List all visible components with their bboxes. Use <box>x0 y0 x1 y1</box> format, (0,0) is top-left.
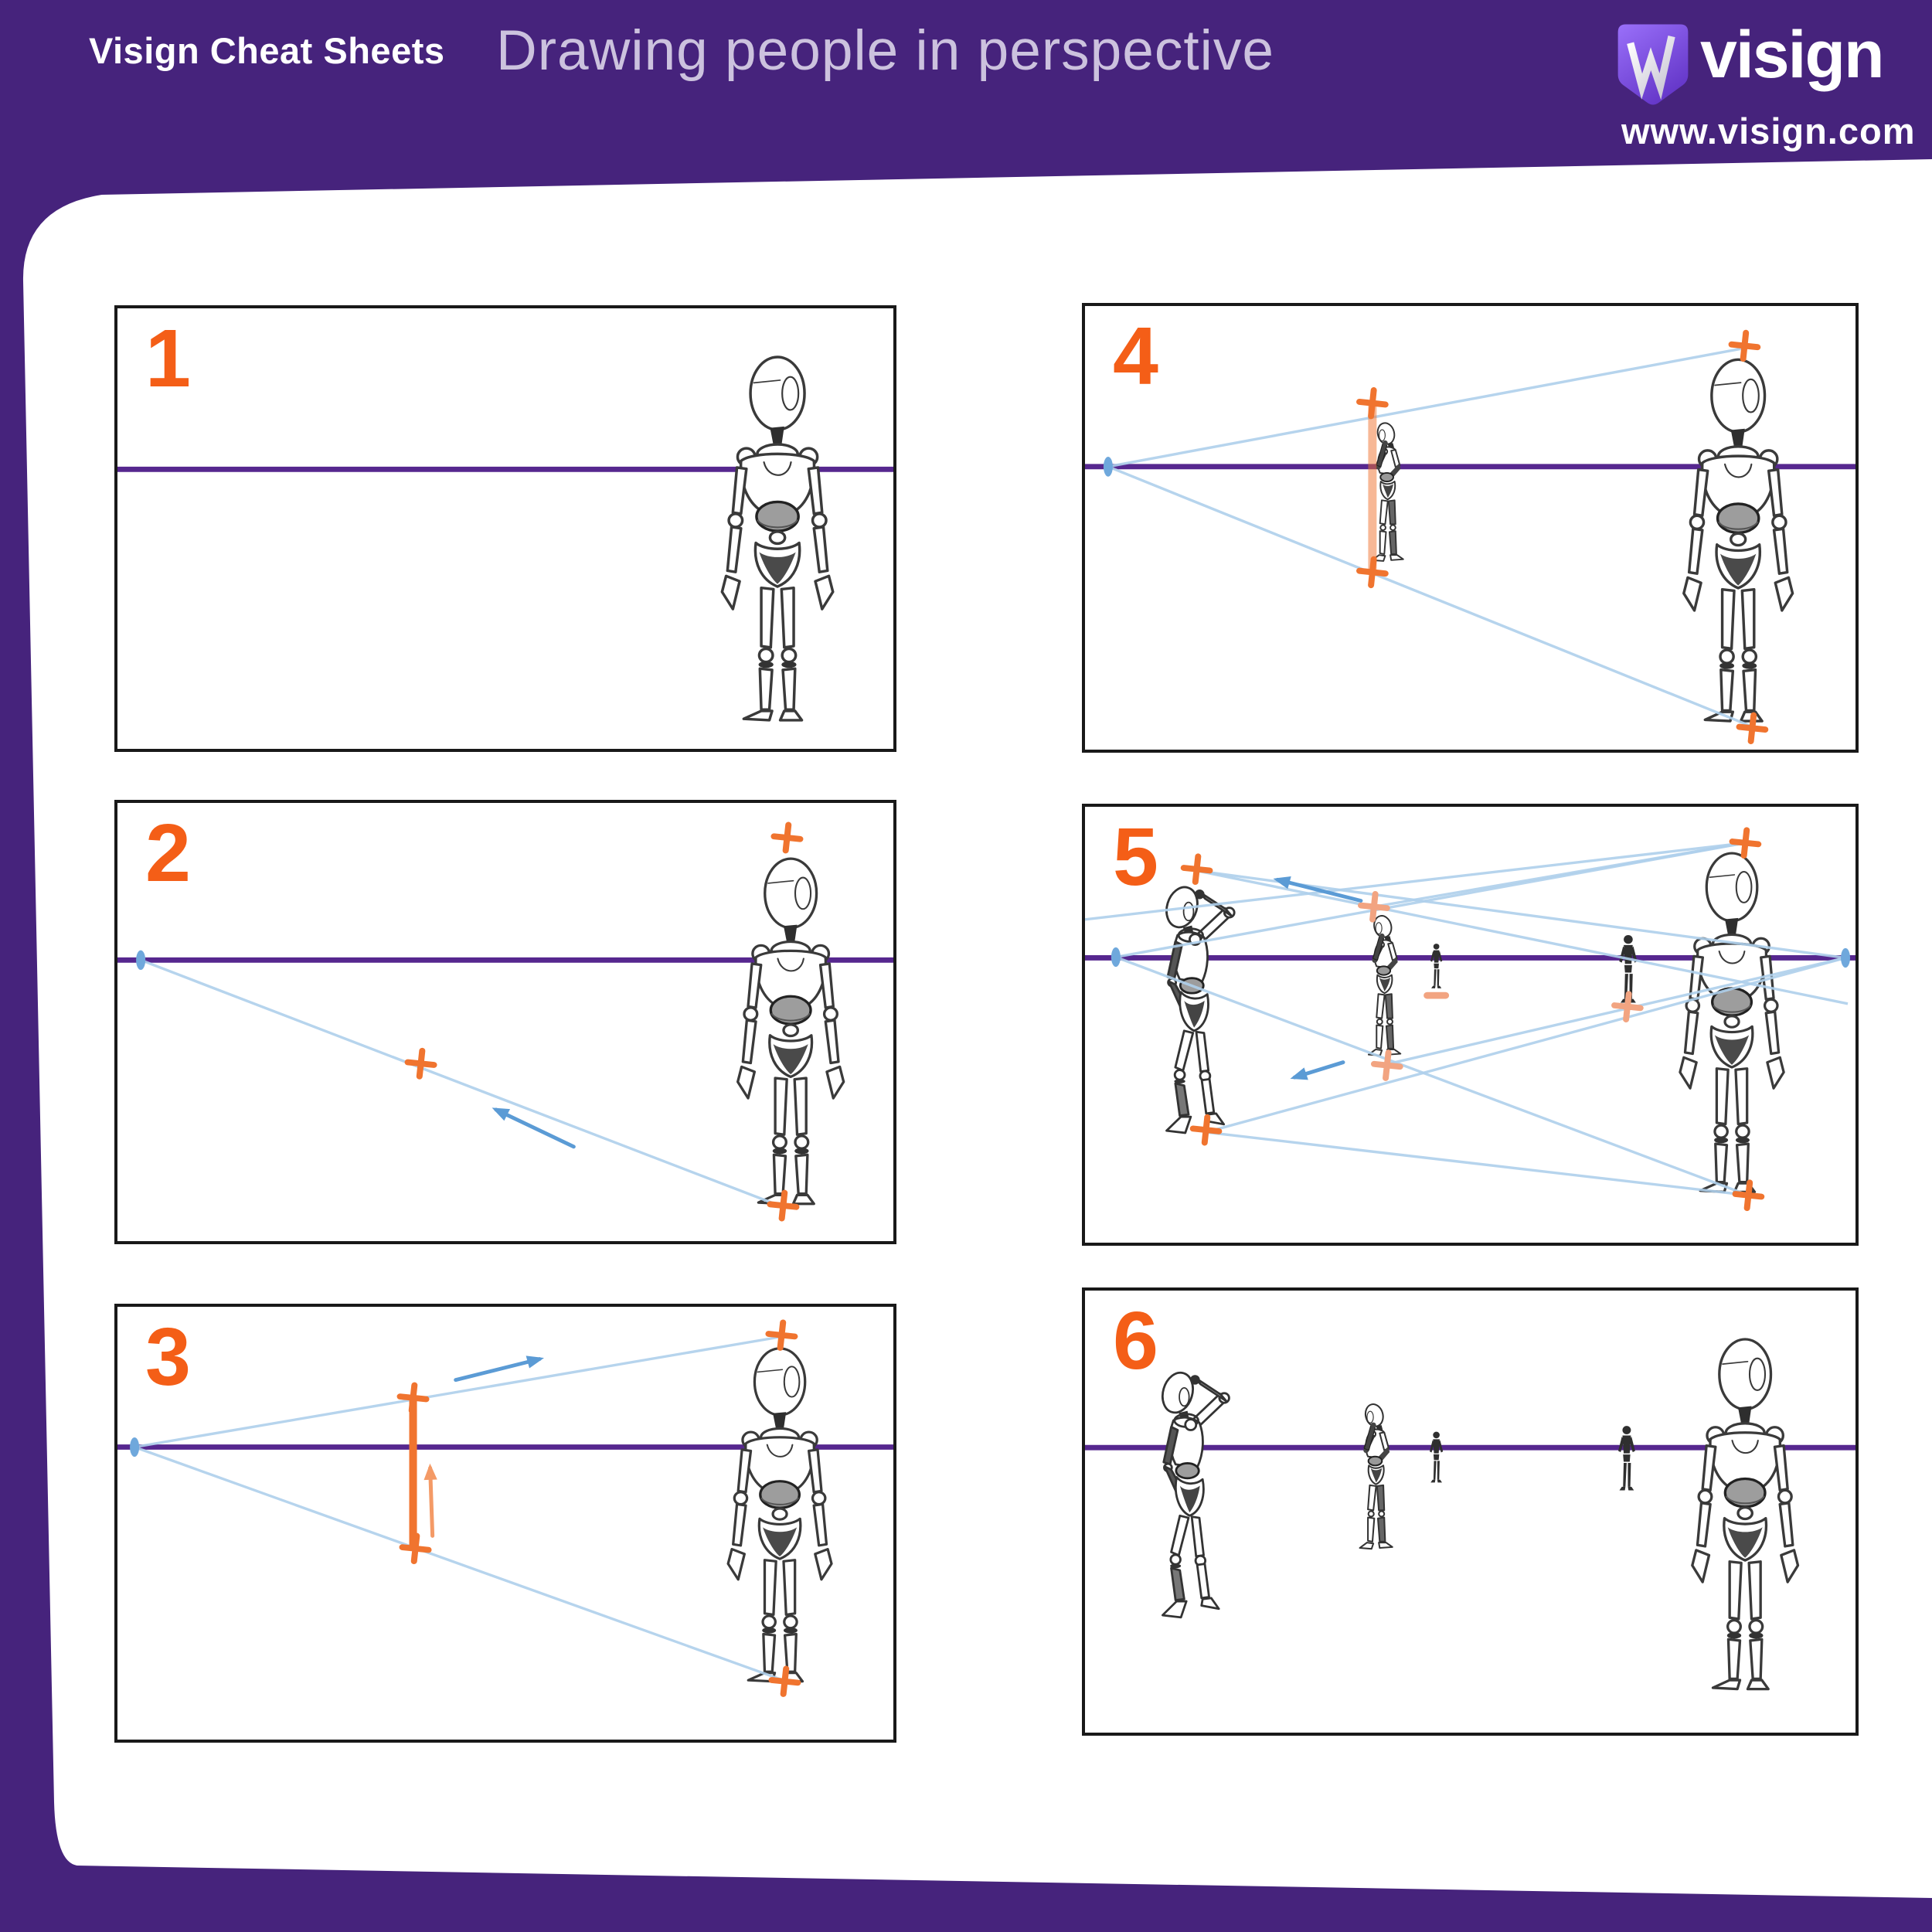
mannequin-figure <box>1682 358 1794 723</box>
step-number-2: 2 <box>145 808 191 899</box>
arrow-head <box>423 1463 437 1481</box>
arrow-head <box>1290 1067 1308 1080</box>
vanishing-point-tick <box>136 950 146 971</box>
tiny-figure <box>1430 944 1443 988</box>
construction-line <box>1107 465 1753 728</box>
arrow-head <box>526 1355 544 1369</box>
panel-step-5: 5 <box>1082 804 1859 1246</box>
step-number-6: 6 <box>1113 1295 1158 1386</box>
plus-marker <box>1370 1049 1403 1081</box>
construction-line <box>1107 346 1745 468</box>
page-title: Drawing people in perspective <box>496 19 1274 82</box>
plus-marker <box>1180 853 1213 886</box>
panel-step-4: 4 <box>1082 303 1859 753</box>
construction-line <box>1196 869 1849 1005</box>
construction-line <box>134 1445 787 1683</box>
panel-step-2: 2 <box>114 800 896 1244</box>
vanishing-point-tick <box>1111 947 1121 968</box>
construction-line <box>1373 841 1746 909</box>
plus-marker <box>1729 827 1762 859</box>
panel-1-diagram <box>117 355 893 722</box>
step-number-3: 3 <box>145 1311 191 1403</box>
tiny-figure <box>1429 1431 1444 1483</box>
plus-marker <box>1732 1179 1765 1212</box>
mannequin-figure <box>736 857 845 1206</box>
think-figure <box>1371 420 1404 562</box>
panel-5-diagram <box>1085 827 1855 1212</box>
plus-marker <box>1189 1114 1223 1146</box>
plus-marker <box>1356 556 1389 589</box>
vanishing-point-tick <box>130 1437 140 1458</box>
vanishing-point-tick <box>1103 456 1113 477</box>
plus-marker <box>1728 329 1761 362</box>
website-url: www.visign.com <box>1621 111 1916 151</box>
construction-line <box>1206 1131 1749 1197</box>
step-number-1: 1 <box>145 313 191 404</box>
mannequin-figure <box>720 355 835 722</box>
plus-marker <box>765 1319 798 1351</box>
construction-line <box>140 958 784 1209</box>
mannequin-figure <box>1691 1338 1800 1691</box>
plus-marker <box>770 821 804 854</box>
plus-marker <box>1611 991 1644 1022</box>
construction-line <box>134 1335 782 1449</box>
visign-w-badge-icon <box>1617 24 1689 105</box>
panel-6-diagram <box>1085 1338 1855 1691</box>
arrow-head <box>1273 876 1291 889</box>
tiny-figure <box>1617 1426 1635 1491</box>
mannequin-figure <box>1679 852 1785 1193</box>
panel-step-3: 3 <box>114 1304 896 1743</box>
construction-line <box>1085 841 1746 921</box>
direction-arrow <box>494 1107 576 1149</box>
panel-2-diagram <box>117 821 893 1222</box>
construction-line <box>1115 955 1750 1197</box>
mannequin-figure <box>726 1347 833 1683</box>
plus-marker <box>396 1382 430 1413</box>
arrow-head <box>492 1107 511 1121</box>
panel-4-diagram <box>1085 329 1855 744</box>
step-number-4: 4 <box>1113 311 1158 402</box>
direction-arrow <box>1275 877 1363 903</box>
think-figure <box>1359 1401 1393 1550</box>
brand-label: Visign Cheat Sheets <box>89 30 445 71</box>
construction-line <box>1388 956 1846 1066</box>
direction-arrow <box>454 1357 542 1383</box>
panel-step-1: 1 <box>114 305 896 752</box>
salute-figure <box>1157 1368 1230 1619</box>
panel-3-diagram <box>117 1319 893 1697</box>
logo-wordmark: visign <box>1700 18 1885 92</box>
plus-marker <box>767 1189 800 1222</box>
plus-marker <box>1356 386 1389 420</box>
vanishing-point-tick <box>1841 947 1851 968</box>
plus-marker <box>768 1665 801 1697</box>
plus-marker <box>1358 891 1390 923</box>
think-figure <box>1367 913 1402 1056</box>
plus-marker <box>399 1532 432 1565</box>
step-number-5: 5 <box>1113 811 1158 903</box>
plus-marker <box>1736 712 1769 744</box>
salute-figure <box>1161 882 1236 1134</box>
panel-step-6: 6 <box>1082 1287 1859 1736</box>
construction-line <box>1206 956 1846 1134</box>
plus-marker <box>404 1047 437 1080</box>
